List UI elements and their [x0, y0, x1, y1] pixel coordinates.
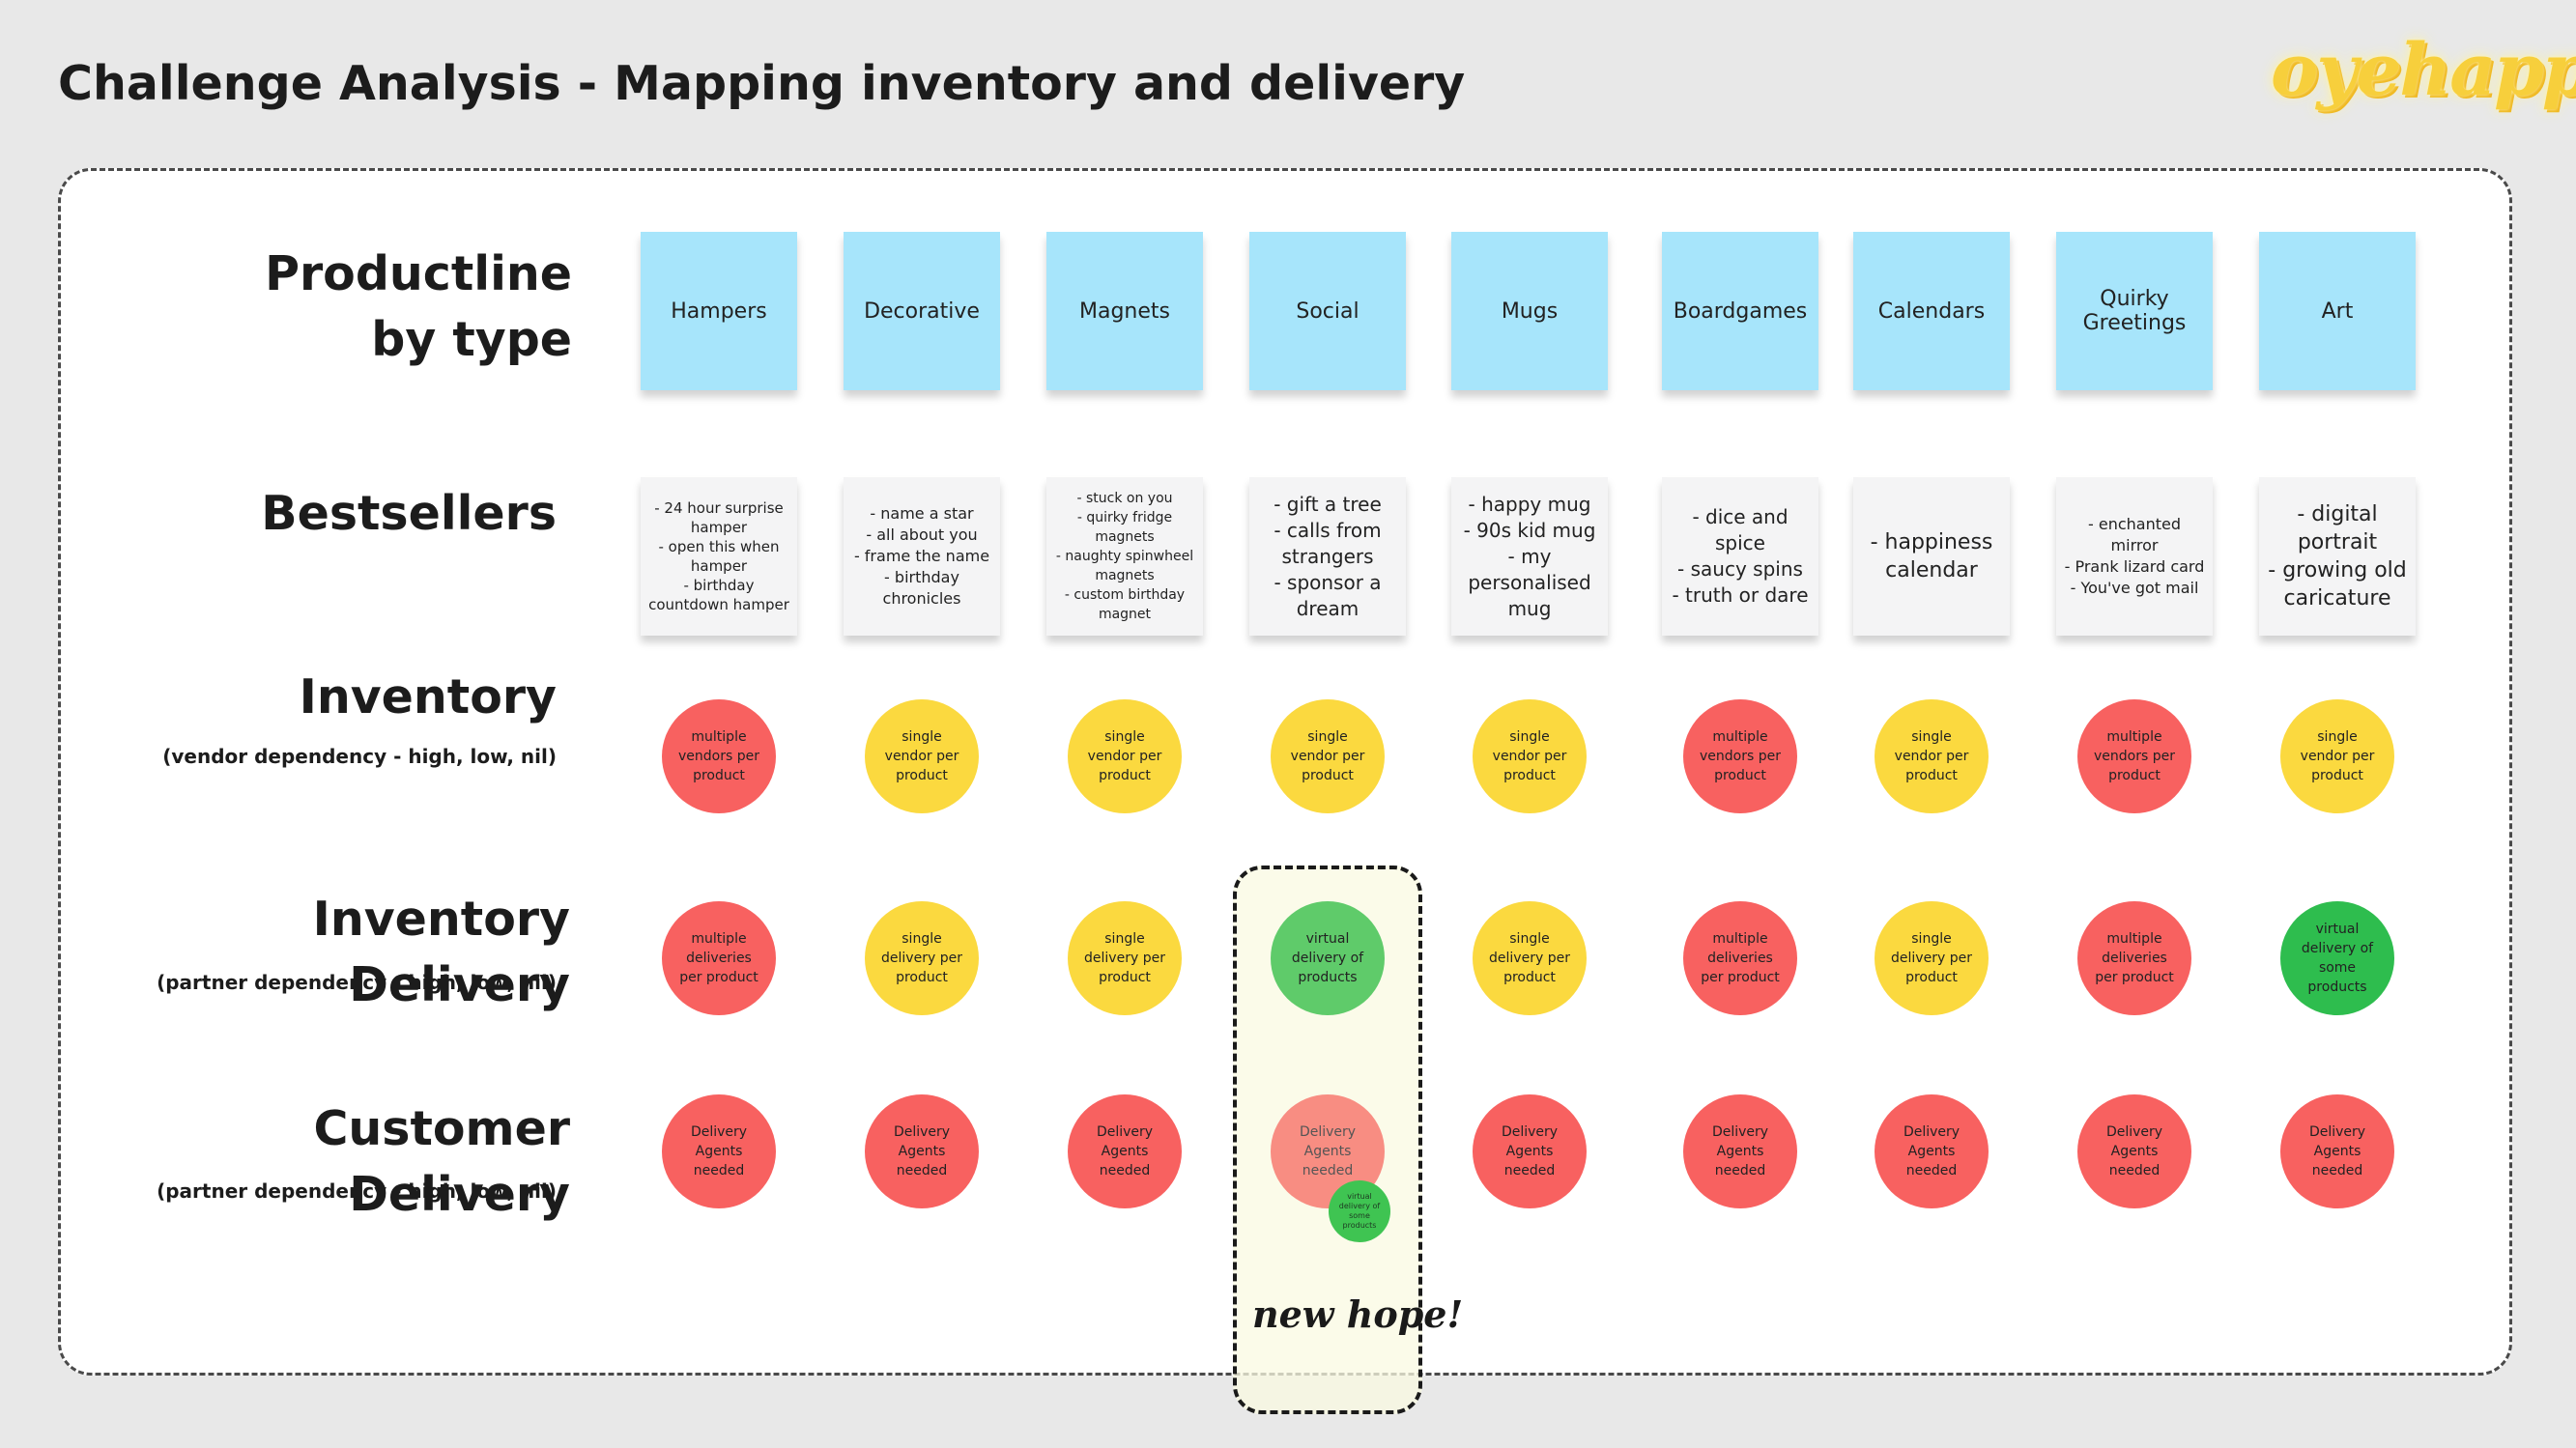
oyehappy-logo: oyehappy: [2271, 29, 2576, 112]
inventory-delivery-mugs: single delivery per product: [1473, 901, 1587, 1015]
inventory-delivery-hampers: multiple deliveries per product: [662, 901, 776, 1015]
bestsellers-mugs: - happy mug - 90s kid mug - my personali…: [1451, 477, 1608, 636]
inventory-delivery-boardgames: multiple deliveries per product: [1683, 901, 1797, 1015]
inventory-magnets: single vendor per product: [1068, 699, 1182, 813]
customer-delivery-hampers: Delivery Agents needed: [662, 1094, 776, 1208]
productline-calendars: Calendars: [1853, 232, 2010, 390]
productline-boardgames: Boardgames: [1662, 232, 1818, 390]
inventory-hampers: multiple vendors per product: [662, 699, 776, 813]
inventory-quirky-greetings: multiple vendors per product: [2077, 699, 2191, 813]
inventory-social: single vendor per product: [1271, 699, 1385, 813]
customer-delivery-calendars: Delivery Agents needed: [1875, 1094, 1989, 1208]
customer-delivery-mugs: Delivery Agents needed: [1473, 1094, 1587, 1208]
productline-hampers: Hampers: [641, 232, 797, 390]
bestsellers-social: - gift a tree - calls from strangers - s…: [1249, 477, 1406, 636]
bestsellers-quirky-greetings: - enchanted mirror - Prank lizard card -…: [2056, 477, 2213, 636]
productline-art: Art: [2259, 232, 2416, 390]
inventory-delivery-decorative: single delivery per product: [865, 901, 979, 1015]
customer-delivery-decorative: Delivery Agents needed: [865, 1094, 979, 1208]
inventory-delivery-calendars: single delivery per product: [1875, 901, 1989, 1015]
customer-delivery-quirky-greetings: Delivery Agents needed: [2077, 1094, 2191, 1208]
bestsellers-decorative: - name a star - all about you - frame th…: [844, 477, 1000, 636]
row-label-productline: Productline by type: [265, 246, 572, 367]
row-label-customer-delivery: Customer Delivery: [313, 1101, 570, 1222]
bestsellers-calendars: - happiness calendar: [1853, 477, 2010, 636]
bestsellers-hampers: - 24 hour surprise hamper - open this wh…: [641, 477, 797, 636]
inventory-decorative: single vendor per product: [865, 699, 979, 813]
inventory-delivery-magnets: single delivery per product: [1068, 901, 1182, 1015]
productline-mugs: Mugs: [1451, 232, 1608, 390]
customer-delivery-art: Delivery Agents needed: [2280, 1094, 2394, 1208]
customer-delivery-boardgames: Delivery Agents needed: [1683, 1094, 1797, 1208]
inventory-delivery-quirky-greetings: multiple deliveries per product: [2077, 901, 2191, 1015]
row-label-bestsellers: Bestsellers: [261, 486, 557, 541]
virtual-delivery-small-circle: virtual delivery of some products: [1329, 1180, 1390, 1242]
row-label-inventory: Inventory: [299, 669, 557, 724]
customer-delivery-magnets: Delivery Agents needed: [1068, 1094, 1182, 1208]
inventory-delivery-art: virtual delivery of some products: [2280, 901, 2394, 1015]
inventory-art: single vendor per product: [2280, 699, 2394, 813]
row-sublabel-inventory-delivery: (partner dependency - high, low, nil): [157, 971, 557, 994]
productline-social: Social: [1249, 232, 1406, 390]
bestsellers-art: - digital portrait - growing old caricat…: [2259, 477, 2416, 636]
page-title: Challenge Analysis - Mapping inventory a…: [58, 56, 1466, 111]
row-sublabel-inventory: (vendor dependency - high, low, nil): [162, 745, 557, 768]
inventory-calendars: single vendor per product: [1875, 699, 1989, 813]
row-label-inventory-delivery: Inventory Delivery: [312, 892, 570, 1012]
inventory-boardgames: multiple vendors per product: [1683, 699, 1797, 813]
productline-magnets: Magnets: [1046, 232, 1203, 390]
row-sublabel-customer-delivery: (partner dependency - high, low, nil): [157, 1179, 557, 1203]
new-hope-label: new hope!: [1252, 1292, 1464, 1336]
productline-decorative: Decorative: [844, 232, 1000, 390]
bestsellers-magnets: - stuck on you - quirky fridge magnets -…: [1046, 477, 1203, 636]
inventory-delivery-social: virtual delivery of products: [1271, 901, 1385, 1015]
productline-quirky-greetings: Quirky Greetings: [2056, 232, 2213, 390]
bestsellers-boardgames: - dice and spice - saucy spins - truth o…: [1662, 477, 1818, 636]
inventory-mugs: single vendor per product: [1473, 699, 1587, 813]
